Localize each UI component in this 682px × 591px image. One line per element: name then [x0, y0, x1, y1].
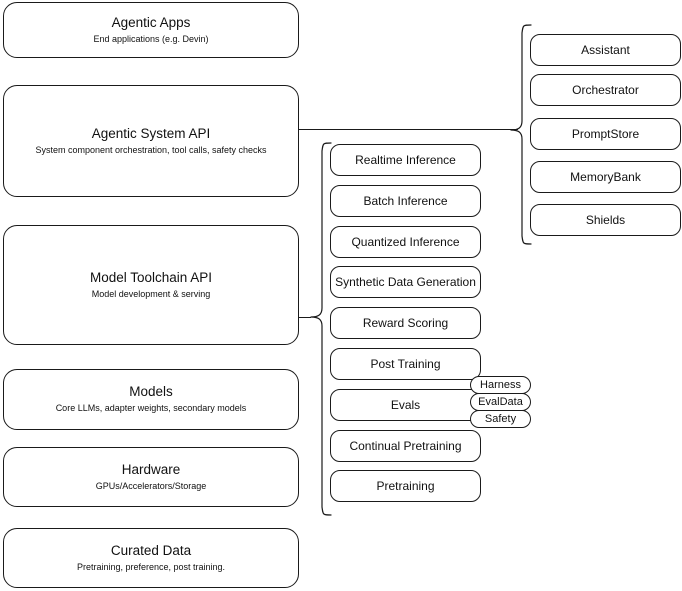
layer-models[interactable]: Models Core LLMs, adapter weights, secon… — [3, 369, 299, 430]
capability-continual-pretraining[interactable]: Continual Pretraining — [330, 430, 481, 462]
eval-pill-safety[interactable]: Safety — [470, 410, 531, 428]
layer-subtitle: Core LLMs, adapter weights, secondary mo… — [55, 403, 247, 413]
capability-label: Post Training — [370, 357, 441, 371]
eval-pill-label: Harness — [480, 379, 521, 391]
eval-pill-label: Safety — [484, 413, 517, 425]
capability-label: Synthetic Data Generation — [335, 275, 476, 289]
capability-realtime-inference[interactable]: Realtime Inference — [330, 144, 481, 176]
capability-label: Quantized Inference — [351, 235, 460, 249]
capability-label: Reward Scoring — [362, 316, 449, 330]
connector-toolchain-to-capabilities — [299, 317, 311, 318]
eval-pill-evaldata[interactable]: EvalData — [470, 393, 531, 411]
capability-label: Batch Inference — [363, 194, 448, 208]
layer-agentic-apps[interactable]: Agentic Apps End applications (e.g. Devi… — [3, 2, 299, 58]
component-memorybank[interactable]: MemoryBank — [530, 161, 681, 193]
capability-reward-scoring[interactable]: Reward Scoring — [330, 307, 481, 339]
layer-title: Hardware — [121, 461, 181, 477]
layer-agentic-system-api[interactable]: Agentic System API System component orch… — [3, 85, 299, 197]
layer-title: Models — [129, 384, 173, 399]
component-label: PromptStore — [571, 127, 640, 141]
layer-title: Agentic System API — [91, 125, 211, 141]
layer-subtitle: Model development & serving — [91, 288, 211, 299]
layer-subtitle: GPUs/Accelerators/Storage — [95, 480, 207, 491]
connector-system-api-to-components — [299, 129, 518, 130]
capability-label: Evals — [390, 398, 421, 412]
layer-subtitle: Pretraining, preference, post training. — [76, 561, 226, 572]
capability-label: Continual Pretraining — [349, 439, 462, 453]
layer-title: Curated Data — [110, 542, 192, 558]
layer-title: Agentic Apps — [111, 14, 191, 30]
component-label: Shields — [585, 213, 626, 227]
capability-evals[interactable]: Evals — [330, 389, 481, 421]
component-label: MemoryBank — [570, 170, 641, 184]
component-promptstore[interactable]: PromptStore — [530, 118, 681, 150]
component-label: Orchestrator — [572, 83, 639, 97]
layer-title: Model Toolchain API — [89, 269, 213, 285]
capability-batch-inference[interactable]: Batch Inference — [330, 185, 481, 217]
capability-quantized-inference[interactable]: Quantized Inference — [330, 226, 481, 258]
capability-post-training[interactable]: Post Training — [330, 348, 481, 380]
component-shields[interactable]: Shields — [530, 204, 681, 236]
component-label: Assistant — [581, 43, 630, 57]
component-orchestrator[interactable]: Orchestrator — [530, 74, 681, 106]
capability-label: Realtime Inference — [355, 153, 456, 167]
layer-subtitle: System component orchestration, tool cal… — [35, 144, 267, 155]
capability-pretraining[interactable]: Pretraining — [330, 470, 481, 502]
layer-hardware[interactable]: Hardware GPUs/Accelerators/Storage — [3, 447, 299, 507]
layer-model-toolchain-api[interactable]: Model Toolchain API Model development & … — [3, 225, 299, 345]
bracket-system-components — [510, 24, 532, 245]
capability-synthetic-data-generation[interactable]: Synthetic Data Generation — [330, 266, 481, 298]
layer-curated-data[interactable]: Curated Data Pretraining, preference, po… — [3, 528, 299, 588]
capability-label: Pretraining — [376, 479, 435, 493]
layer-subtitle: End applications (e.g. Devin) — [93, 33, 209, 44]
component-assistant[interactable]: Assistant — [530, 34, 681, 66]
eval-pill-label: EvalData — [478, 396, 523, 408]
bracket-toolchain-capabilities — [310, 142, 332, 516]
eval-pill-harness[interactable]: Harness — [470, 376, 531, 394]
